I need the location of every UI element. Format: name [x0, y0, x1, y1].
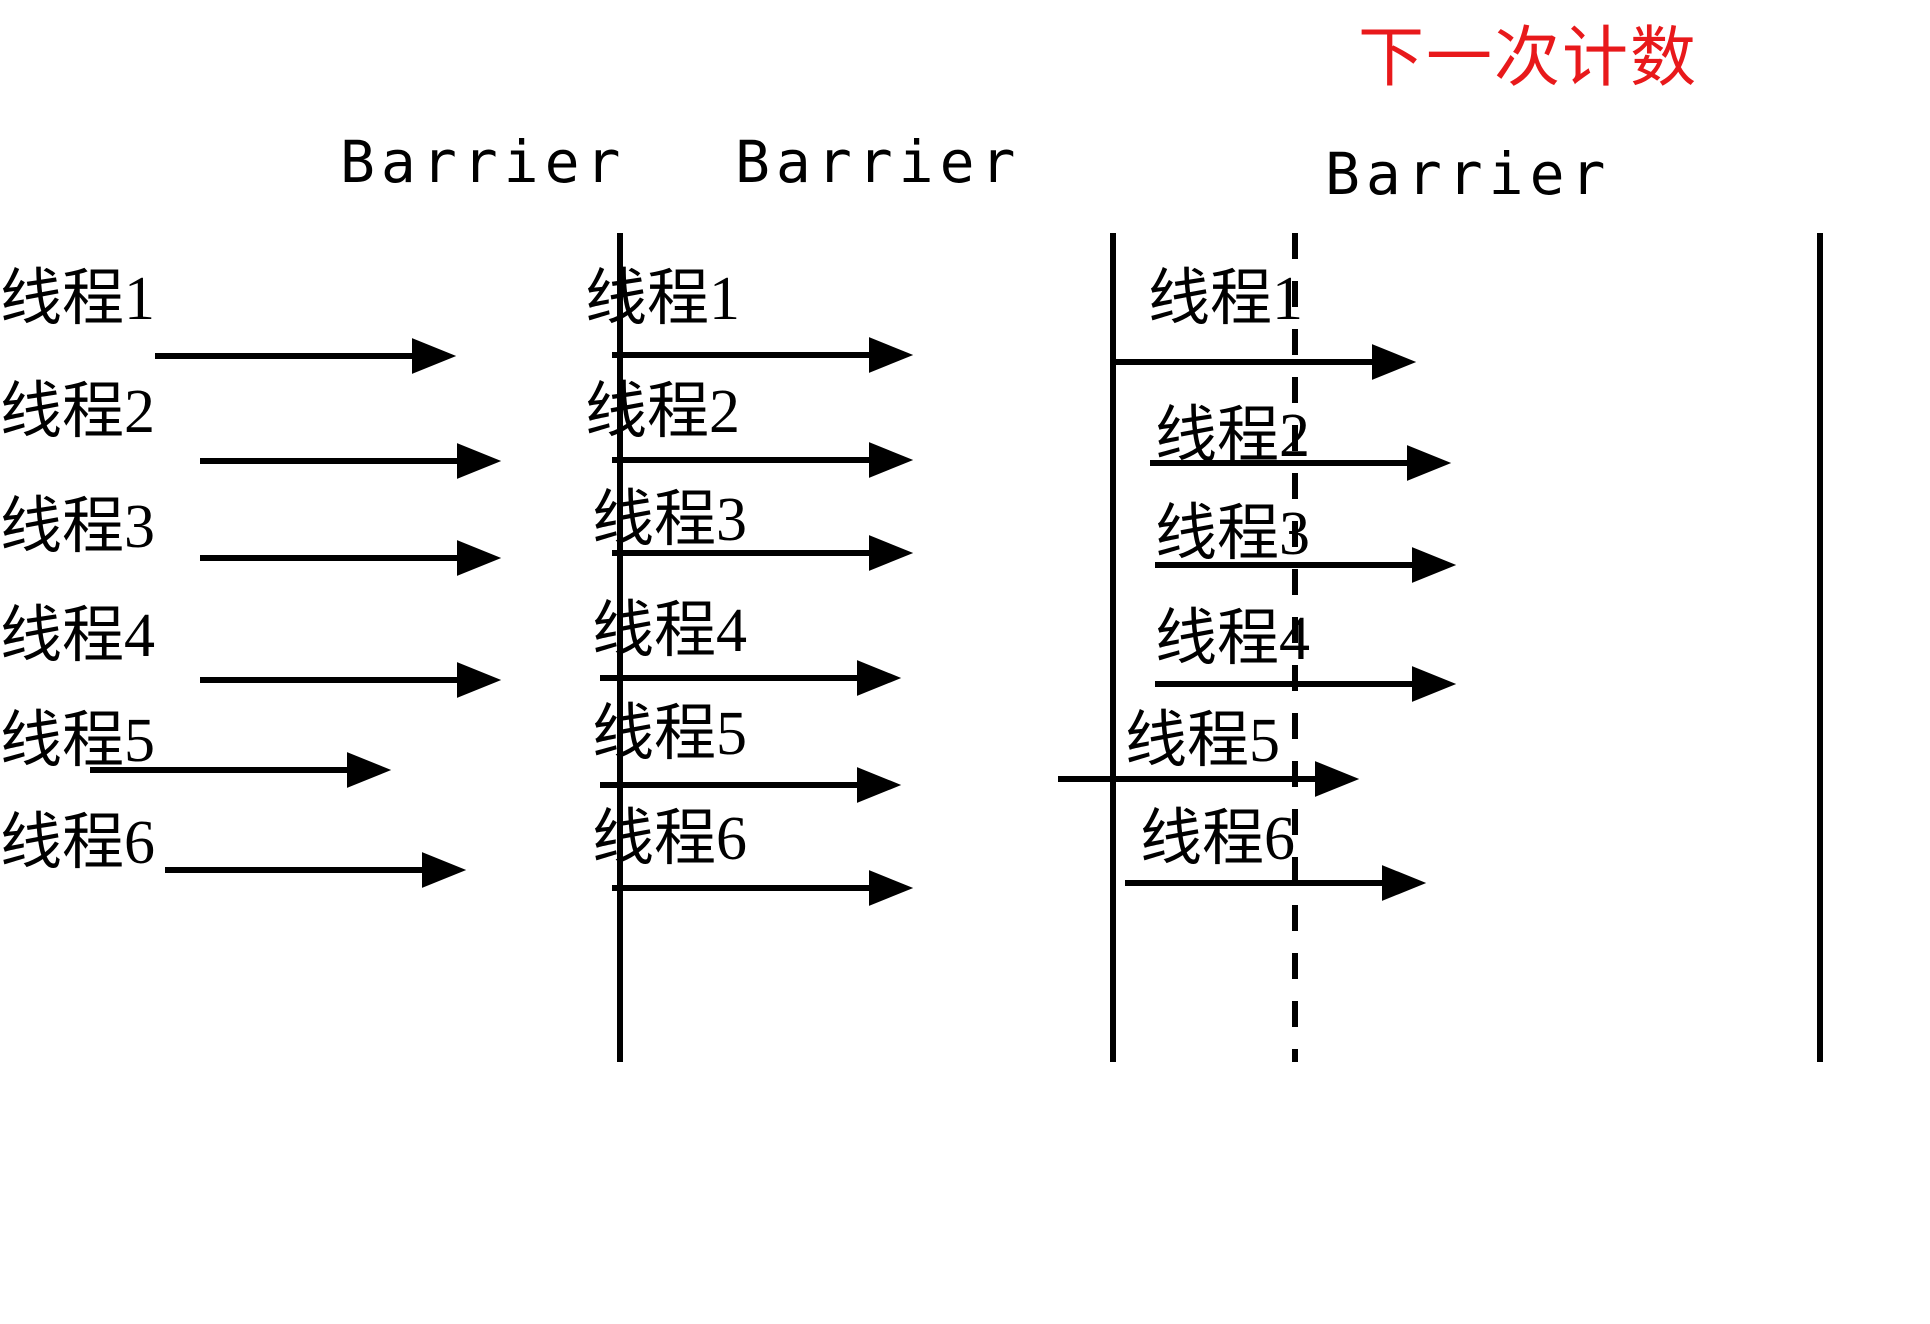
thread-label-3-5: 线程5 — [1125, 707, 1281, 775]
thread-label-3-6: 线程6 — [1140, 805, 1296, 873]
thread-label-2-6: 线程6 — [592, 805, 748, 873]
thread-label-1-1: 线程1 — [0, 265, 156, 333]
thread-label-1-2: 线程2 — [0, 378, 156, 446]
thread-label-1-3: 线程3 — [0, 493, 156, 561]
thread-label-2-5: 线程5 — [592, 700, 748, 768]
thread-label-2-2: 线程2 — [585, 378, 741, 446]
thread-label-2-4: 线程4 — [592, 597, 748, 665]
thread-label-1-5: 线程5 — [0, 707, 156, 775]
barrier-label-3: Barrier — [1325, 140, 1612, 208]
thread-label-3-3: 线程3 — [1155, 500, 1311, 568]
barrier-label-2: Barrier — [735, 128, 1022, 196]
thread-label-3-4: 线程4 — [1155, 605, 1311, 673]
thread-label-3-1: 线程1 — [1148, 265, 1304, 333]
thread-label-1-4: 线程4 — [0, 602, 156, 670]
next-count-note: 下一次计数 — [1358, 22, 1698, 95]
thread-label-2-1: 线程1 — [585, 265, 741, 333]
thread-label-1-6: 线程6 — [0, 809, 156, 877]
barrier-label-1: Barrier — [340, 128, 627, 196]
thread-label-2-3: 线程3 — [592, 486, 748, 554]
thread-label-3-2: 线程2 — [1155, 402, 1311, 470]
